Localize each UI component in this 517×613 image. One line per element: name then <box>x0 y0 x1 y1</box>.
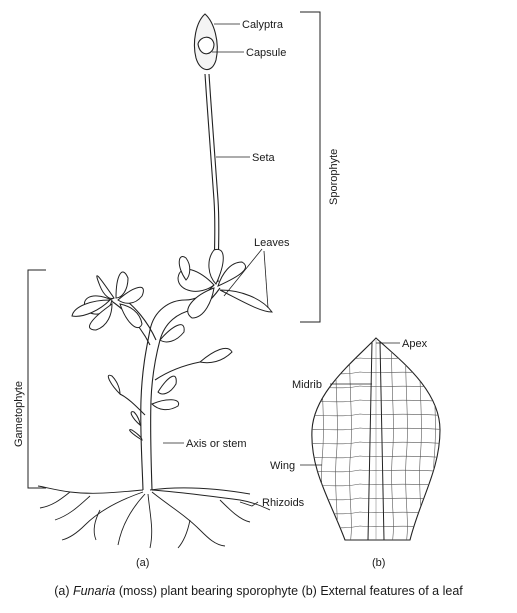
label-rhizoids: Rhizoids <box>262 497 305 509</box>
label-wing: Wing <box>270 460 295 472</box>
plant-leaves <box>72 249 272 440</box>
sporophyte-bracket <box>300 12 320 322</box>
figure-caption: (a) Funaria (moss) plant bearing sporoph… <box>0 584 517 598</box>
label-apex: Apex <box>402 338 428 350</box>
label-gametophyte: Gametophyte <box>13 381 25 447</box>
label-sporophyte: Sporophyte <box>328 149 340 205</box>
rhizoids-drawing <box>38 486 270 548</box>
label-calyptra: Calyptra <box>242 19 284 31</box>
leaf-detail <box>300 338 450 545</box>
caption-italic: Funaria <box>73 584 115 598</box>
label-axis: Axis or stem <box>186 438 247 450</box>
capsule-shape <box>198 37 214 54</box>
caption-part2: (moss) plant bearing sporophyte (b) Exte… <box>115 584 462 598</box>
label-leaves: Leaves <box>254 237 290 249</box>
panel-label-b: (b) <box>372 557 385 569</box>
label-capsule: Capsule <box>246 47 286 59</box>
caption-part1: (a) <box>54 584 73 598</box>
sporophyte-drawing <box>194 14 218 282</box>
label-seta: Seta <box>252 152 276 164</box>
gametophyte-bracket <box>28 270 46 488</box>
label-midrib: Midrib <box>292 379 322 391</box>
panel-label-a: (a) <box>136 557 149 569</box>
